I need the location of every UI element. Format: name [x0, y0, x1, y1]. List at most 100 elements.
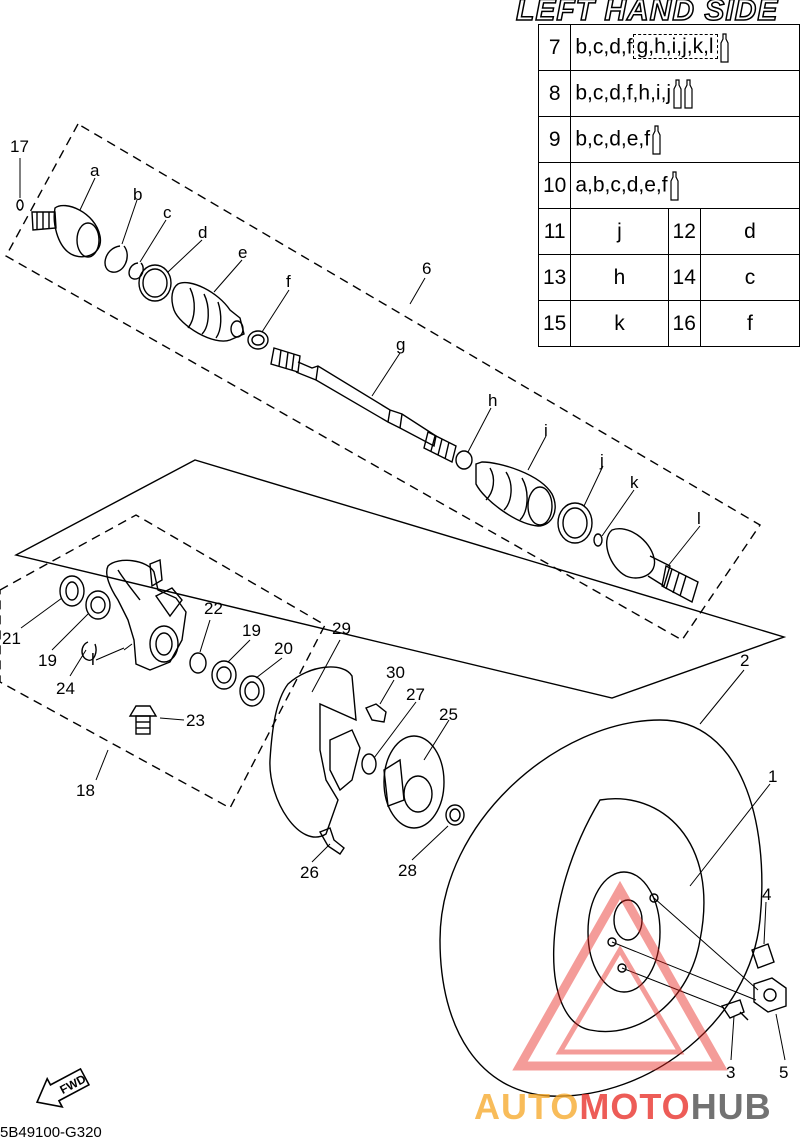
row-part: j [570, 208, 669, 255]
valve-3 [720, 999, 749, 1021]
callout-21: 21 [2, 629, 21, 648]
grease-tube-icon [719, 32, 729, 63]
callout-a: a [90, 161, 100, 180]
callout-i: i [544, 421, 548, 440]
grease-tube-icon [669, 170, 679, 201]
callout-20: 20 [274, 639, 293, 658]
row-number: 15 [537, 300, 572, 347]
table-row: 10 a,b,c,d,e,f [537, 162, 800, 209]
boot-band-d [138, 264, 172, 302]
nut-28 [445, 804, 465, 826]
wheel-tire-assembly [439, 719, 763, 1097]
axle-nut-5 [753, 977, 787, 1013]
boot-band-j [557, 502, 593, 544]
grease-tube-icon [684, 78, 693, 109]
callout-f: f [286, 272, 291, 291]
lug-nut-4 [751, 943, 775, 969]
spacer-22 [189, 652, 207, 674]
watermark-part-3: HUB [690, 1086, 772, 1127]
table-row: 8 b,c,d,f,h,i,j [537, 70, 800, 117]
callout-4: 4 [762, 885, 771, 904]
diagram-code: 5B49100-G320 [0, 1124, 102, 1141]
page-title: LEFT HAND SIDE [515, 0, 779, 28]
grease-tube-icon [652, 124, 661, 155]
callout-2: 2 [740, 651, 749, 670]
callout-6: 6 [422, 259, 431, 278]
hub-25 [383, 735, 445, 829]
circlip-k [593, 533, 603, 547]
brake-disc-29 [269, 666, 361, 838]
row-number: 12 [667, 208, 701, 255]
callout-25: 25 [439, 705, 458, 724]
row-number: 8 [537, 70, 572, 117]
row-parts: b,c,d,e,f [570, 116, 800, 163]
bearing-19b [211, 660, 237, 690]
forward-arrow: FWD [35, 1067, 91, 1109]
table-row: 9 b,c,d,e,f [537, 116, 800, 163]
circlip-b [104, 245, 128, 273]
callout-17: 17 [10, 137, 29, 156]
seal-20 [239, 675, 265, 707]
table-row: 13 h 14 c [537, 254, 800, 301]
callout-d: d [198, 223, 207, 242]
callout-c: c [163, 203, 172, 222]
watermark-text: AUTOMOTOHUB [474, 1086, 772, 1128]
circlip-17 [16, 199, 24, 211]
knuckle-group-outline [14, 459, 787, 699]
row-part: f [699, 300, 800, 347]
row-part: d [699, 208, 800, 255]
boot-e [171, 282, 245, 342]
callout-26: 26 [300, 863, 319, 882]
cv-joint-outer-a [31, 204, 101, 258]
bolt-30 [365, 703, 387, 723]
row-part: h [570, 254, 669, 301]
callout-5: 5 [779, 1063, 788, 1082]
row-parts: b,c,d,f,h,i,j [570, 70, 800, 117]
callout-29: 29 [332, 619, 351, 638]
callout-e: e [238, 243, 247, 262]
drive-shaft-g [270, 347, 457, 464]
callout-l2: l [91, 650, 95, 669]
callout-27: 27 [406, 685, 425, 704]
leader-lines [19, 158, 786, 1061]
ball-joint-23 [128, 705, 158, 735]
callout-19a: 19 [38, 651, 57, 670]
boot-band-f [247, 330, 269, 350]
row-number: 10 [537, 162, 572, 209]
row-part: c [699, 254, 800, 301]
row-number: 13 [537, 254, 572, 301]
callout-1: 1 [768, 767, 777, 786]
row-number: 16 [667, 300, 701, 347]
steering-knuckle [106, 559, 187, 671]
boxed-parts: g,h,i,j,k,l [632, 34, 718, 60]
callout-j: j [599, 451, 604, 470]
row-number: 9 [537, 116, 572, 163]
seal-21 [59, 575, 85, 607]
row-number: 11 [537, 208, 572, 255]
bearing-19a [85, 590, 111, 620]
callout-22: 22 [204, 599, 223, 618]
table-row: 15 k 16 f [537, 300, 800, 347]
grease-tube-icon [673, 78, 682, 109]
cv-joint-inner-l [606, 528, 699, 604]
callout-18: 18 [76, 781, 95, 800]
row-parts: a,b,c,d,e,f [570, 162, 800, 209]
callout-28: 28 [398, 861, 417, 880]
watermark-logo [512, 880, 728, 1071]
row-part: k [570, 300, 669, 347]
callout-3: 3 [726, 1063, 735, 1082]
callout-24: 24 [56, 679, 75, 698]
callout-l: l [697, 509, 701, 528]
o-ring-27 [361, 753, 377, 775]
callout-k: k [630, 473, 639, 492]
row-number: 14 [667, 254, 701, 301]
watermark-part-2: MOTO [579, 1086, 691, 1127]
callout-b: b [133, 185, 142, 204]
table-row: 11 j 12 d [537, 208, 800, 255]
callout-g: g [396, 335, 405, 354]
boot-band-h [455, 450, 473, 470]
